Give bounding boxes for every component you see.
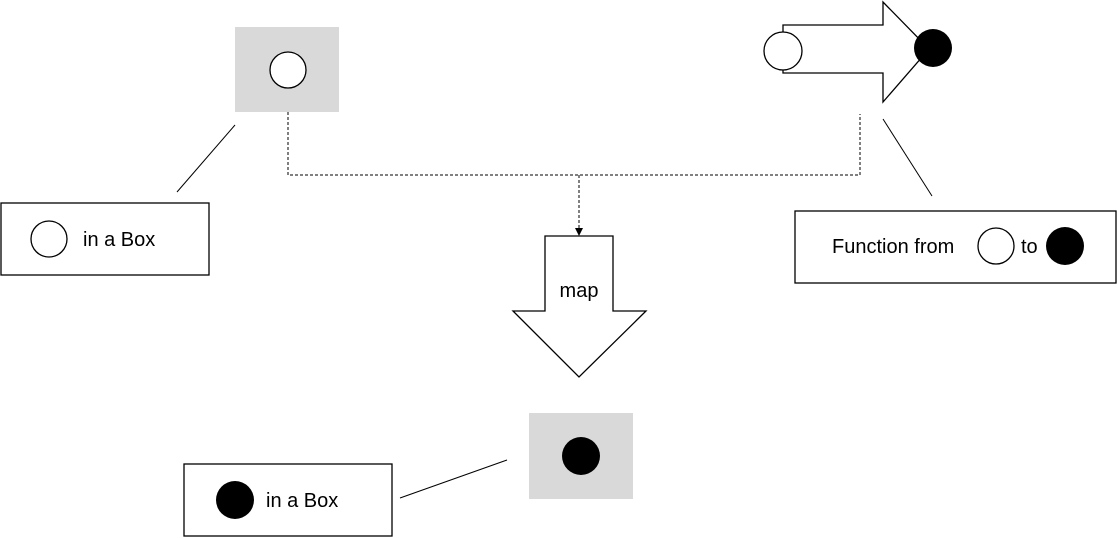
- black-circle-arrow-end: [914, 29, 952, 67]
- white-circle-function-icon: [977, 227, 1015, 265]
- white-circle-arrow-start: [763, 31, 803, 71]
- function-label-prefix: Function from: [832, 236, 954, 258]
- top-box-label-text: in a Box: [83, 229, 155, 251]
- map-label: map: [560, 280, 599, 302]
- function-arrow: [782, 0, 930, 104]
- map-arrow: [511, 235, 648, 378]
- black-circle-in-box: [562, 437, 600, 475]
- black-circle-function-icon: [1046, 227, 1084, 265]
- dashed-connector: [287, 112, 861, 176]
- white-circle-label-icon: [30, 220, 68, 258]
- function-connector: [882, 118, 933, 197]
- top-box-connector: [176, 124, 236, 193]
- bottom-box-label-text: in a Box: [266, 490, 338, 512]
- dashed-arrowhead: [575, 228, 583, 236]
- function-label-to: to: [1021, 236, 1038, 258]
- bottom-box-connector: [399, 459, 508, 499]
- white-circle-in-box: [269, 51, 307, 89]
- black-circle-label-icon: [216, 481, 254, 519]
